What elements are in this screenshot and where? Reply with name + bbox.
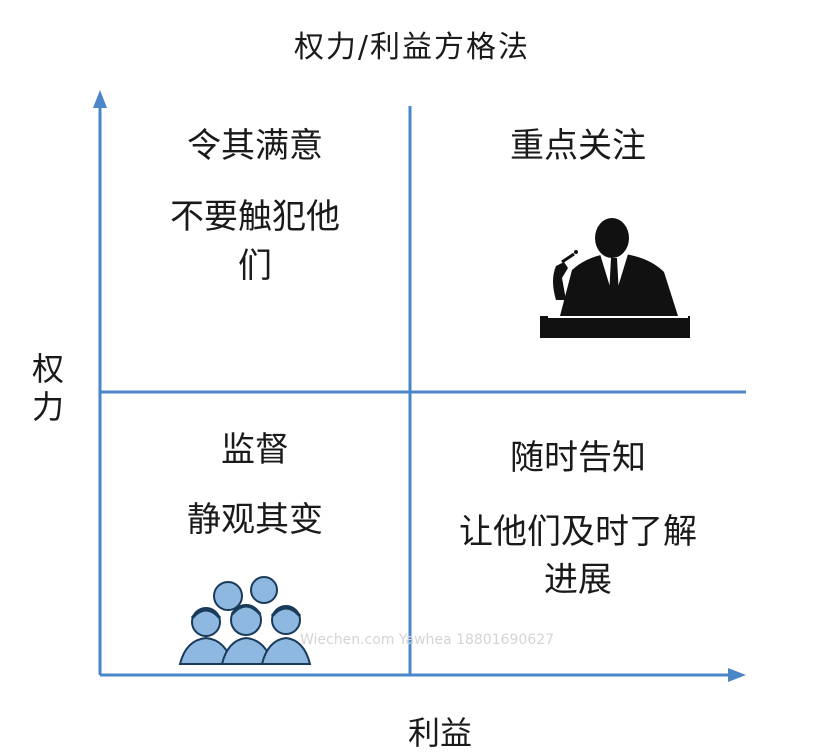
bottom-right-line2: 进展 [544, 560, 612, 600]
bottom-right-line1: 让他们及时了解 [459, 512, 697, 552]
businessman-icon [540, 218, 690, 338]
bottom-left-heading: 监督 [221, 430, 289, 470]
top-left-line2: 们 [238, 246, 272, 286]
bottom-right-heading: 随时告知 [510, 438, 646, 478]
y-axis-arrow [93, 90, 107, 108]
top-right-heading: 重点关注 [510, 126, 646, 166]
top-left-heading: 令其满意 [187, 126, 323, 166]
top-left-line1: 不要触犯他 [170, 197, 340, 237]
bottom-left-line1: 静观其变 [187, 500, 323, 540]
y-axis-label: 权力 [31, 350, 64, 426]
watermark: Wiechen.com Yawhea 18801690627 [300, 632, 555, 648]
diagram-title: 权力/利益方格法 [293, 30, 531, 65]
x-axis-arrow [728, 668, 746, 682]
crowd-icon [178, 576, 312, 665]
x-axis-label: 利益 [407, 714, 472, 752]
